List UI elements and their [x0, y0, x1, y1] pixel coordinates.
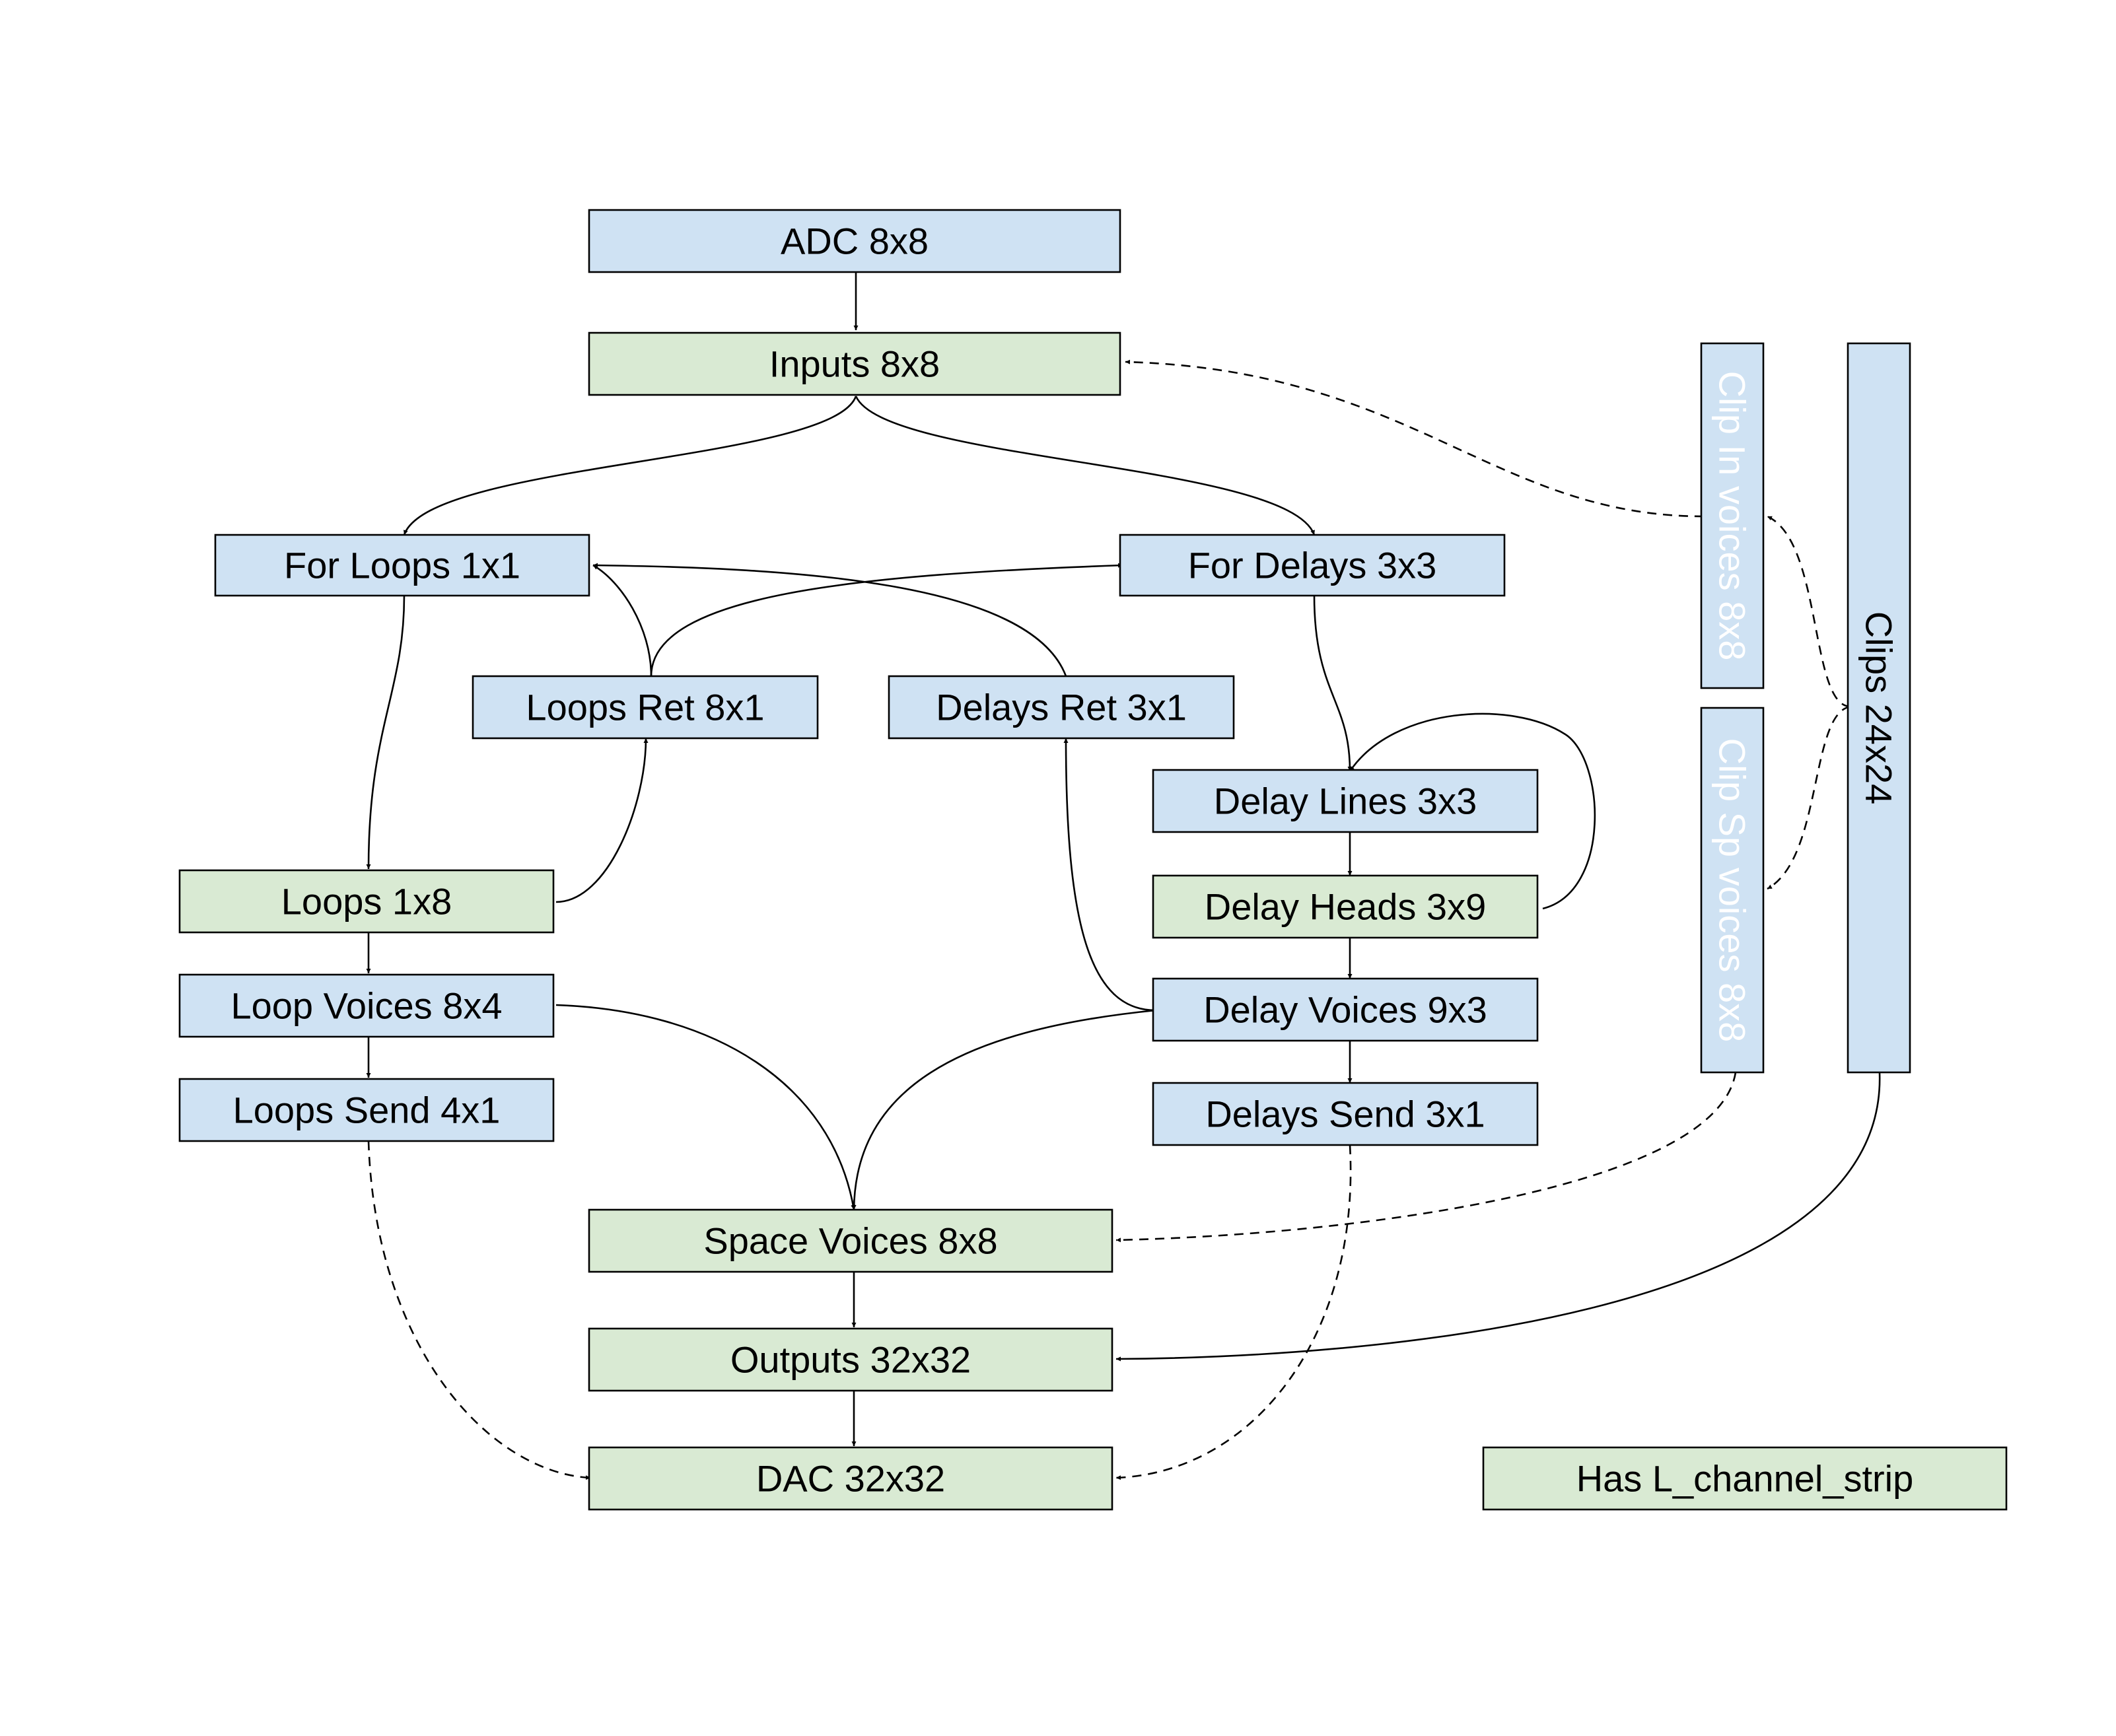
edge-loops-to-loops-ret [555, 738, 649, 903]
node-for-loops-label: For Loops 1x1 [284, 545, 520, 586]
edge-delays-send-to-dac [1115, 1144, 1352, 1480]
node-delay-heads: Delay Heads 3x9 [1152, 874, 1539, 939]
edge-clips-to-clip-in-voices [1767, 515, 1851, 708]
edge-clips-to-outputs [1115, 1072, 1881, 1362]
node-clip-in-voices-label: Clip In voices 8x8 [1712, 371, 1753, 661]
edge-loop-voices-to-space-voices [555, 1004, 856, 1210]
edge-clips-to-clip-sp-voices [1767, 705, 1851, 890]
legend-channel-strip: Has L_channel_strip [1482, 1446, 2008, 1511]
node-loops-ret-label: Loops Ret 8x1 [526, 687, 764, 728]
node-outputs-label: Outputs 32x32 [730, 1339, 971, 1381]
node-delay-heads-label: Delay Heads 3x9 [1205, 886, 1486, 928]
node-clip-sp-voices-label: Clip Sp voices 8x8 [1712, 738, 1753, 1043]
edge-for-loops-to-loops [366, 595, 406, 870]
edge-delay-voices-to-space-voices [851, 1009, 1156, 1210]
node-adc: ADC 8x8 [588, 209, 1121, 273]
node-for-delays: For Delays 3x3 [1119, 534, 1506, 597]
legend-channel-strip-label: Has L_channel_strip [1576, 1458, 1914, 1500]
node-dac: DAC 32x32 [588, 1446, 1113, 1511]
edge-loops-ret-to-for-delays [650, 563, 1123, 677]
node-loops-ret: Loops Ret 8x1 [472, 675, 819, 740]
node-delays-ret-label: Delays Ret 3x1 [936, 687, 1187, 728]
node-space-voices: Space Voices 8x8 [588, 1208, 1113, 1273]
node-loops: Loops 1x8 [178, 869, 555, 934]
node-loop-voices: Loop Voices 8x4 [178, 973, 555, 1038]
node-inputs-label: Inputs 8x8 [769, 343, 940, 385]
node-inputs: Inputs 8x8 [588, 331, 1121, 396]
node-for-delays-label: For Delays 3x3 [1188, 545, 1437, 586]
edge-loops-ret-to-for-loops [592, 564, 652, 677]
edge-delays-ret-to-for-loops [592, 563, 1067, 677]
edge-clip-in-voices-to-inputs [1125, 359, 1705, 518]
node-delays-send: Delays Send 3x1 [1152, 1082, 1539, 1146]
node-dac-label: DAC 32x32 [756, 1458, 945, 1500]
node-delay-lines-label: Delay Lines 3x3 [1214, 781, 1477, 822]
node-delays-ret: Delays Ret 3x1 [888, 675, 1235, 740]
edge-delay-heads-to-delay-lines [1349, 712, 1596, 910]
edge-for-delays-to-delay-lines [1313, 595, 1353, 772]
node-clips: Clips 24x24 [1847, 342, 1911, 1074]
edge-loops-send-to-dac [367, 1140, 591, 1480]
node-delay-lines: Delay Lines 3x3 [1152, 769, 1539, 833]
node-delays-send-label: Delays Send 3x1 [1205, 1094, 1485, 1135]
node-for-loops: For Loops 1x1 [214, 534, 590, 597]
node-delay-voices: Delay Voices 9x3 [1152, 977, 1539, 1042]
node-delay-voices-label: Delay Voices 9x3 [1203, 989, 1487, 1031]
edge-delay-voices-to-delays-ret [1063, 738, 1156, 1012]
node-clip-sp-voices: Clip Sp voices 8x8 [1700, 707, 1765, 1074]
node-loops-send-label: Loops Send 4x1 [233, 1090, 501, 1131]
node-adc-label: ADC 8x8 [781, 221, 929, 262]
edge-inputs-to-for-delays [855, 396, 1316, 536]
node-space-voices-label: Space Voices 8x8 [703, 1220, 997, 1262]
node-loops-send: Loops Send 4x1 [178, 1078, 555, 1142]
edge-clip-sp-voices-to-space-voices [1115, 1072, 1737, 1243]
node-clip-in-voices: Clip In voices 8x8 [1700, 342, 1765, 689]
node-clips-label: Clips 24x24 [1858, 611, 1900, 805]
node-loops-label: Loops 1x8 [281, 881, 452, 922]
node-loop-voices-label: Loop Voices 8x4 [231, 985, 503, 1027]
edge-inputs-to-for-loops [403, 396, 857, 536]
node-outputs: Outputs 32x32 [588, 1327, 1113, 1392]
